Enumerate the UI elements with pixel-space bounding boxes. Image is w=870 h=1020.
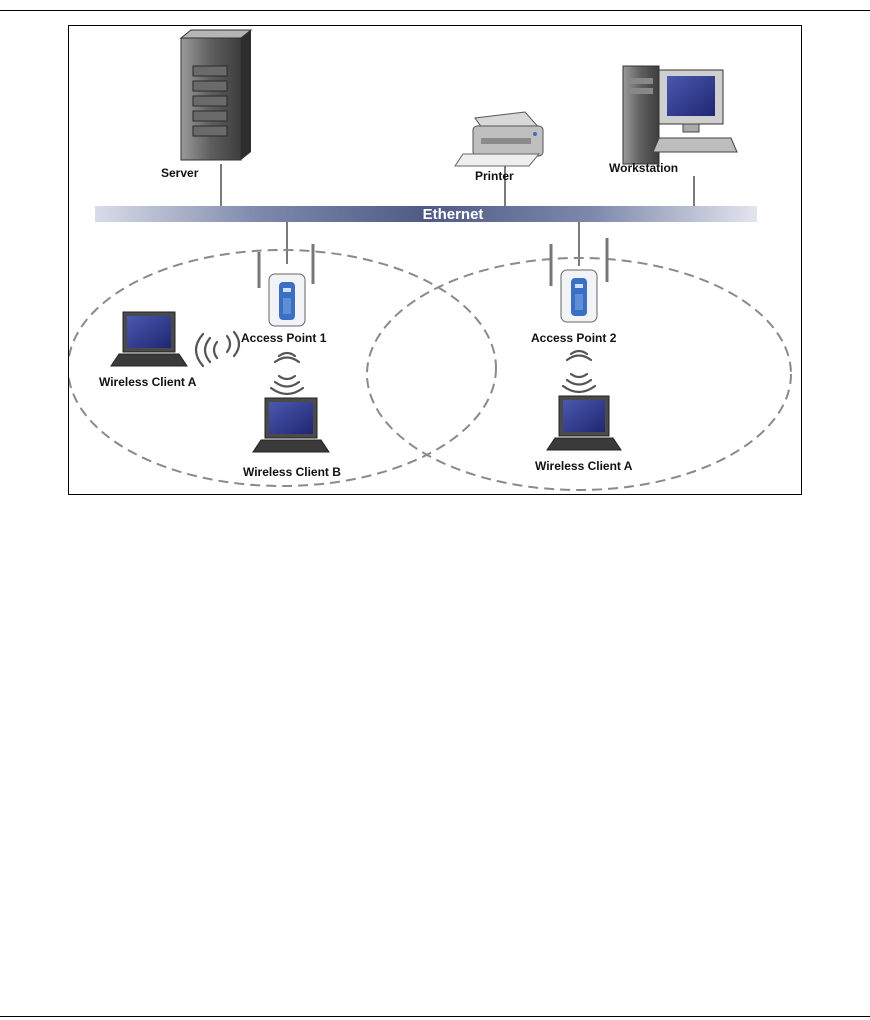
server-label: Server <box>161 166 199 180</box>
workstation-label: Workstation <box>609 161 678 175</box>
access-point-2-label: Access Point 2 <box>531 331 617 345</box>
server-icon <box>181 30 251 160</box>
network-diagram: Ethernet Server Printer Workstation <box>68 25 802 495</box>
wireless-client-b-label: Wireless Client B <box>243 465 341 479</box>
wireless-client-a2-label: Wireless Client A <box>535 459 633 473</box>
page-bottom-rule <box>0 1016 870 1017</box>
page-top-rule <box>0 10 870 11</box>
wireless-client-a1-label: Wireless Client A <box>99 375 197 389</box>
laptop-client-a2-icon <box>547 396 621 450</box>
access-point-1-label: Access Point 1 <box>241 331 327 345</box>
printer-icon <box>455 112 543 166</box>
laptop-client-b-icon <box>253 398 329 452</box>
ethernet-label: Ethernet <box>423 206 484 223</box>
ethernet-bus: Ethernet <box>95 206 757 223</box>
workstation-icon <box>623 66 737 164</box>
laptop-client-a1-icon <box>111 312 187 366</box>
access-point-1-icon <box>259 244 313 326</box>
printer-label: Printer <box>475 169 514 183</box>
